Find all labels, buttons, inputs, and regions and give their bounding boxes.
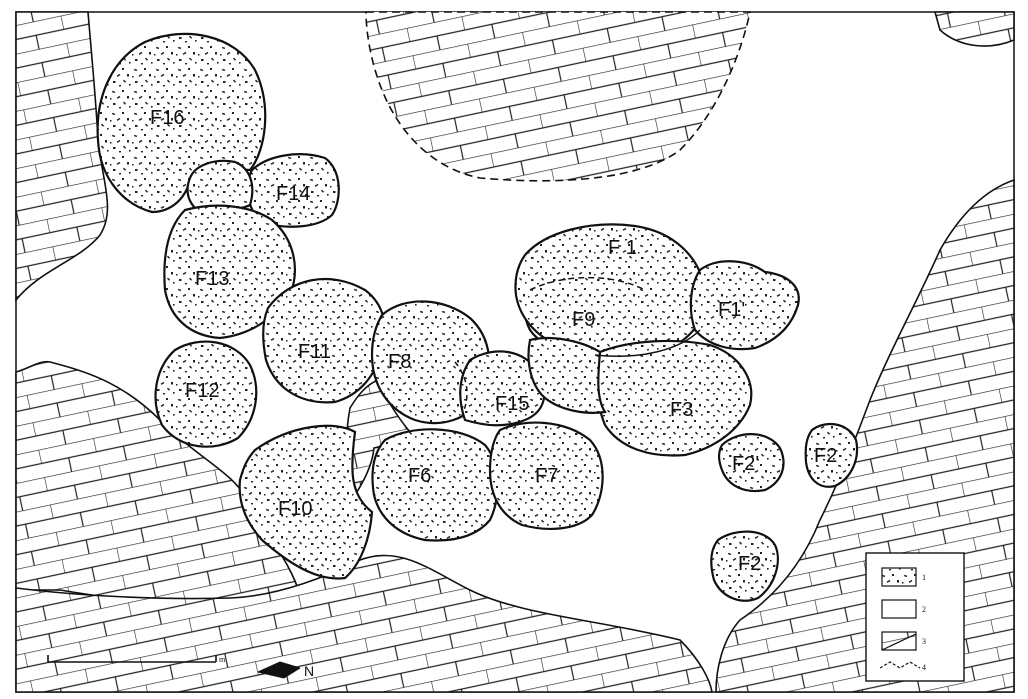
label-f6: F6 — [408, 465, 431, 487]
legend-label-3: 3 — [922, 637, 926, 646]
scale-bar: m — [47, 655, 226, 664]
feature-f2-south — [710, 530, 779, 602]
label-f16: F16 — [150, 107, 184, 129]
label-f1: F 1 — [608, 237, 637, 259]
boundary-f1-f9 — [529, 276, 646, 291]
feature-f6 — [371, 428, 499, 542]
legend-swatch-1 — [881, 567, 917, 587]
feature-f1-prime — [689, 260, 800, 351]
feature-f2-prime — [717, 433, 785, 493]
legend-label-4: 4 — [922, 663, 926, 672]
feature-f15 — [459, 350, 546, 427]
label-f10: F10 — [278, 498, 312, 520]
label-f2-east: F2 — [814, 445, 837, 467]
label-f1-prime: F1' — [718, 299, 745, 321]
wall-bottom-left — [15, 554, 713, 693]
wall-top-center — [365, 11, 751, 182]
legend-swatch-4 — [879, 661, 921, 669]
label-f14: F14 — [276, 183, 310, 205]
wall-northwest — [15, 11, 109, 303]
legend-label-2: 2 — [922, 605, 926, 614]
north-label: N — [304, 663, 314, 679]
feature-f12 — [154, 340, 258, 448]
label-f7: F7 — [535, 465, 558, 487]
feature-f3 — [595, 339, 753, 457]
boundary-f8-f15 — [454, 361, 468, 421]
label-f8: F8 — [388, 351, 411, 373]
boundary-f9-f3 — [594, 329, 701, 358]
north-arrow-icon — [257, 661, 301, 679]
feature-f2-east — [804, 422, 859, 488]
wall-top-right — [933, 11, 1015, 47]
feature-f14-link — [186, 159, 254, 212]
north-arrow: N — [257, 661, 314, 679]
label-f9: F9 — [572, 309, 595, 331]
feature-f10 — [238, 424, 374, 580]
feature-f7 — [488, 421, 604, 530]
label-f12: F12 — [185, 380, 219, 402]
feature-f11 — [262, 277, 387, 404]
legend-label-1: 1 — [922, 573, 926, 582]
legend: 1 2 3 4 — [865, 552, 965, 682]
feature-f3-link — [527, 337, 607, 414]
legend-swatch-2 — [881, 599, 917, 619]
label-f15: F15 — [495, 393, 529, 415]
label-f3: F3 — [670, 399, 693, 421]
legend-swatch-3-line — [881, 633, 917, 651]
scale-bar-unit: m — [219, 655, 226, 664]
label-f11: F11 — [298, 341, 331, 363]
feature-f13 — [163, 204, 296, 340]
label-f2-south: F2 — [738, 553, 761, 575]
label-f13: F13 — [195, 268, 229, 290]
label-f2-prime: F2' — [732, 453, 759, 475]
